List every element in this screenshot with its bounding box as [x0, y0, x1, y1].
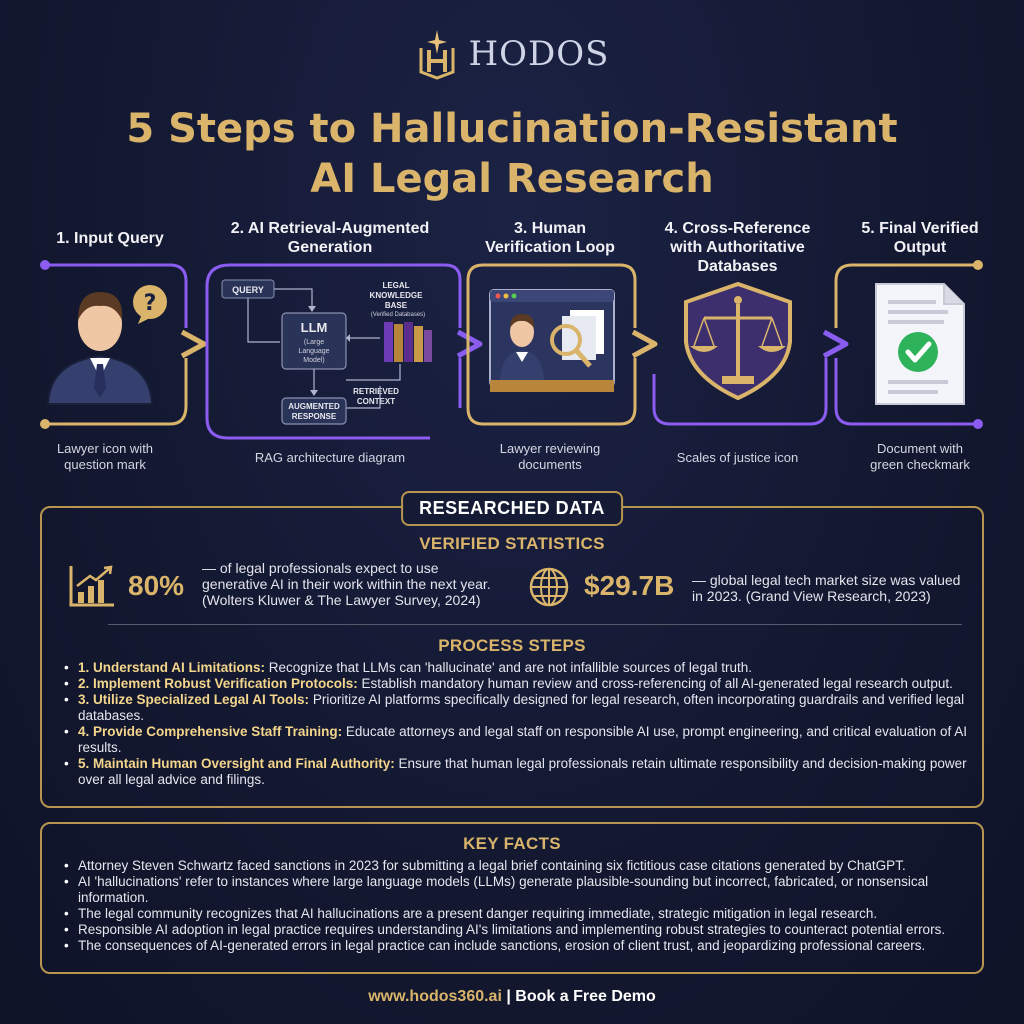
step-4-caption: Scales of justice icon: [676, 450, 799, 465]
arrow-4-icon: [822, 329, 849, 359]
brand-header: HODOS: [0, 28, 1024, 80]
arrow-1-icon: [180, 329, 207, 359]
svg-text:RESPONSE: RESPONSE: [292, 412, 337, 421]
verified-statistics-heading: VERIFIED STATISTICS: [419, 534, 605, 553]
svg-text:BASE: BASE: [385, 301, 408, 310]
svg-text:Model): Model): [303, 357, 324, 364]
stat-2-text: — global legal tech market size was valu…: [692, 572, 961, 604]
svg-text:AUGMENTED: AUGMENTED: [288, 402, 340, 411]
step-4-frame: [652, 329, 849, 426]
researched-data-panel: RESEARCHED DATA VERIFIED STATISTICS 80% …: [40, 491, 984, 808]
svg-text:?: ?: [144, 291, 157, 316]
key-facts-list: Attorney Steven Schwartz faced sanctions…: [64, 858, 980, 954]
list-item: 2. Implement Robust Verification Protoco…: [64, 676, 980, 692]
process-steps-list: 1. Understand AI Limitations: Recognize …: [64, 660, 980, 788]
list-item: The legal community recognizes that AI h…: [64, 906, 980, 922]
svg-text:(Large: (Large: [304, 339, 324, 346]
hodos-logo-icon: [419, 30, 455, 80]
key-facts-heading: KEY FACTS: [463, 834, 561, 853]
rag-llm-label: LLM: [301, 320, 328, 335]
footer: www.hodos360.ai | Book a Free Demo: [0, 988, 1024, 1006]
brand-name: HODOS: [468, 34, 610, 74]
key-facts-panel: KEY FACTS Attorney Steven Schwartz faced…: [40, 822, 984, 974]
rag-diagram: QUERY LLM (Large Language Model) LEGAL K…: [221, 279, 432, 425]
step-1-frame: [40, 260, 207, 429]
svg-text:LEGAL: LEGAL: [382, 281, 409, 290]
step-5-title: 5. Final Verified Output: [861, 220, 979, 256]
list-item: 3. Utilize Specialized Legal AI Tools: P…: [64, 692, 980, 724]
document-checkmark-icon: [875, 283, 965, 405]
svg-text:(Verified Databases): (Verified Databases): [371, 312, 425, 318]
lawyer-reviewing-icon: [489, 289, 615, 392]
step-1-title: 1. Input Query: [56, 230, 164, 247]
process-steps-heading: PROCESS STEPS: [438, 636, 586, 655]
list-item: The consequences of AI-generated errors …: [64, 938, 980, 954]
svg-text:CONTEXT: CONTEXT: [357, 397, 395, 406]
rag-query-label: QUERY: [232, 285, 264, 295]
step-4-title: 4. Cross-Reference with Authoritative Da…: [664, 220, 811, 275]
step-2-caption: RAG architecture diagram: [254, 450, 406, 465]
step-3-caption: Lawyer reviewing documents: [499, 441, 601, 472]
step-5-frame: [834, 260, 983, 429]
arrow-3-icon: [631, 329, 658, 359]
list-item: AI 'hallucinations' refer to instances w…: [64, 874, 980, 906]
list-item: Responsible AI adoption in legal practic…: [64, 922, 980, 938]
step-3-title: 3. Human Verification Loop: [485, 220, 615, 256]
scales-of-justice-icon: [684, 281, 792, 401]
globe-icon: [529, 567, 569, 607]
svg-text:RETRIEVED: RETRIEVED: [353, 387, 399, 396]
process-flow-diagram: ? QUERY LLM (Large Language Model) LEGAL…: [40, 260, 983, 440]
stat-1-text: — of legal professionals expect to use g…: [202, 560, 491, 608]
stat-2-value: $29.7B: [584, 570, 675, 601]
svg-text:KNOWLEDGE: KNOWLEDGE: [370, 291, 424, 300]
step-2-frame: [205, 263, 483, 440]
footer-url-link[interactable]: www.hodos360.ai: [368, 988, 502, 1005]
step-1-caption: Lawyer icon with question mark: [56, 441, 154, 472]
lawyer-question-icon: ?: [46, 285, 167, 405]
step-3-frame: [466, 263, 658, 426]
page-title: 5 Steps to Hallucination-Resistant AI Le…: [0, 104, 1024, 204]
title-line-2: AI Legal Research: [310, 156, 714, 202]
step-2-title: 2. AI Retrieval-Augmented Generation: [230, 220, 430, 256]
stat-1-value: 80%: [128, 570, 185, 601]
list-item: 5. Maintain Human Oversight and Final Au…: [64, 756, 980, 788]
arrow-2-icon: [456, 329, 483, 359]
stats-divider: [108, 624, 962, 625]
title-line-1: 5 Steps to Hallucination-Resistant: [126, 106, 898, 152]
list-item: Attorney Steven Schwartz faced sanctions…: [64, 858, 980, 874]
svg-text:Language: Language: [298, 348, 329, 355]
list-item: 1. Understand AI Limitations: Recognize …: [64, 660, 980, 676]
list-item: 4. Provide Comprehensive Staff Training:…: [64, 724, 980, 756]
footer-separator: |: [501, 988, 516, 1005]
researched-data-badge: RESEARCHED DATA: [401, 491, 623, 526]
book-demo-link[interactable]: Book a Free Demo: [515, 988, 656, 1005]
law-books-icon: [384, 322, 432, 362]
growth-chart-icon: [69, 565, 114, 607]
step-5-caption: Document with green checkmark: [870, 441, 970, 472]
